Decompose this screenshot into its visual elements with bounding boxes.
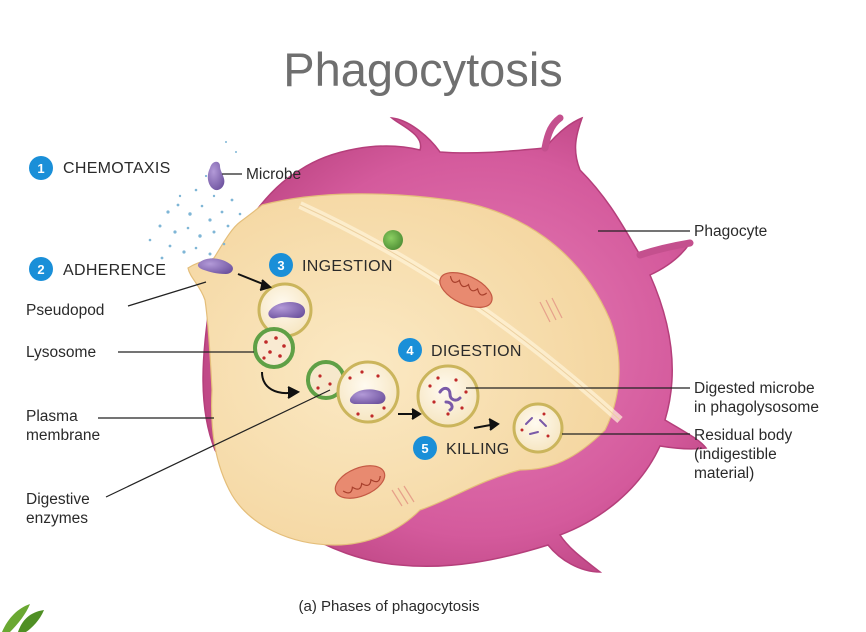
step-badge	[29, 156, 53, 180]
leaf-logo-icon	[2, 604, 44, 632]
lysosome	[253, 327, 295, 369]
striated-body	[391, 297, 563, 507]
step-label: KILLING	[446, 441, 509, 458]
microbe-adhering	[197, 258, 233, 274]
page-title: Phagocytosis	[283, 43, 563, 96]
process-arrows	[237, 273, 500, 431]
digested-microbe-label: Digested microbe in phagolysosome	[694, 380, 819, 416]
digestive-enzymes-label: Digestive enzymes	[26, 491, 94, 527]
step-chemotaxis: 1 CHEMOTAXIS	[29, 156, 171, 180]
pseudopod-label: Pseudopod	[26, 302, 104, 319]
step-adherence: 2 ADHERENCE	[29, 257, 166, 281]
microbe-label: Microbe	[246, 166, 301, 183]
step-killing: 5 KILLING	[413, 436, 509, 460]
step-label: ADHERENCE	[63, 262, 166, 279]
plasma-membrane-label: Plasma membrane	[26, 408, 100, 444]
ingestion-vesicle	[257, 282, 313, 338]
mitochondrion-lower	[334, 465, 386, 499]
step-number: 2	[37, 262, 44, 277]
figure-caption: (a) Phases of phagocytosis	[299, 598, 480, 615]
organelle-green	[383, 230, 403, 250]
step-number: 4	[406, 343, 414, 358]
step-number: 1	[37, 161, 44, 176]
microbe-free	[207, 161, 225, 191]
step-badge	[269, 253, 293, 277]
step-badge	[413, 436, 437, 460]
step-number: 5	[421, 441, 428, 456]
step-label: INGESTION	[302, 258, 393, 275]
chemotaxis-dots	[148, 141, 242, 260]
step-ingestion: 3 INGESTION	[269, 253, 393, 277]
phagolysosome	[416, 364, 480, 428]
step-label: CHEMOTAXIS	[63, 160, 171, 177]
residual-body-label: Residual body (indigestible material)	[694, 427, 797, 482]
lysosome-label: Lysosome	[26, 344, 96, 361]
phagolysosome-forming	[306, 360, 400, 424]
mitochondrion-upper	[439, 272, 493, 308]
phagocyte-label: Phagocyte	[694, 223, 767, 240]
step-label: DIGESTION	[431, 343, 522, 360]
residual-body	[512, 402, 564, 454]
step-badge	[29, 257, 53, 281]
step-badge	[398, 338, 422, 362]
step-digestion: 4 DIGESTION	[398, 338, 522, 362]
leader-lines	[98, 173, 690, 498]
step-number: 3	[277, 258, 284, 273]
